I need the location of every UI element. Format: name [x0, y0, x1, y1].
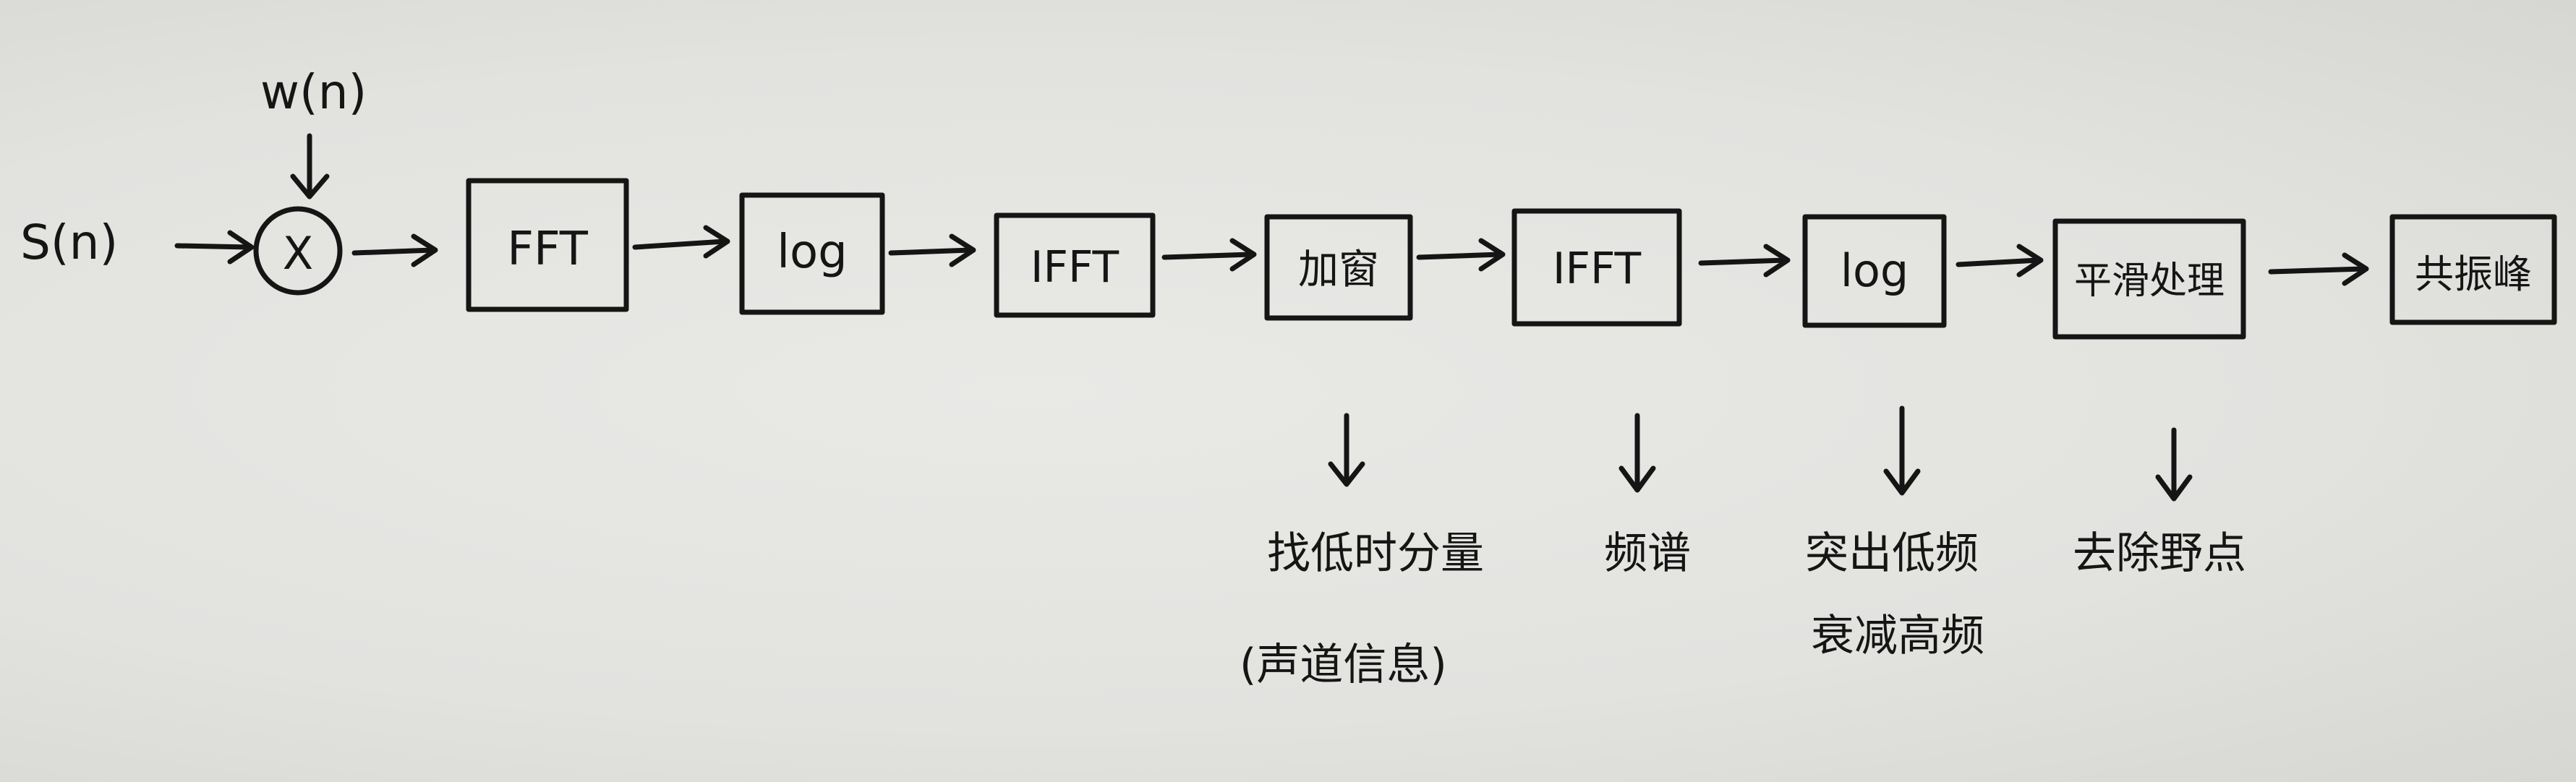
arrow-down-log-note: [1883, 405, 1921, 496]
input-signal-label: S(n): [20, 215, 118, 270]
block-log-2: log: [1802, 214, 1947, 328]
block-ifft-2: IFFT: [1511, 208, 1682, 327]
arrow-down-ifft-note: [1618, 413, 1656, 493]
arrow-ifft-to-window: [1161, 238, 1257, 272]
block-ifft-1: IFFT: [994, 212, 1156, 318]
block-formant-label: 共振峰: [2415, 252, 2532, 297]
block-fft: FFT: [466, 178, 629, 312]
arrow-log-to-smooth: [1956, 244, 2044, 278]
multiplier-node: X: [253, 206, 343, 296]
note-log-line1: 突出低频: [1805, 528, 1979, 579]
block-window: 加窗: [1264, 214, 1413, 321]
window-signal-label: w(n): [260, 64, 367, 120]
arrow-input-to-multiplier: [174, 230, 255, 265]
arrow-multiplier-to-fft: [351, 233, 438, 267]
arrow-down-window-note: [1328, 413, 1365, 487]
note-window-line2: (声道信息): [1240, 640, 1447, 690]
note-log-line2: 衰减高频: [1811, 611, 1984, 661]
arrow-smooth-to-formant: [2268, 252, 2369, 286]
arrow-ifft-to-log: [1698, 244, 1791, 278]
block-log-2-label: log: [1841, 244, 1909, 297]
arrow-fft-to-log: [632, 225, 730, 259]
note-smooth-line1: 去除野点: [2073, 528, 2246, 579]
arrow-log-to-ifft: [888, 233, 976, 267]
multiply-symbol: X: [283, 227, 313, 280]
arrow-window-to-multiplier: [290, 133, 330, 199]
block-formant: 共振峰: [2389, 214, 2557, 325]
arrow-down-smooth-note: [2155, 427, 2193, 502]
note-ifft-line1: 频谱: [1604, 528, 1691, 579]
block-log-1: log: [739, 192, 885, 315]
block-window-label: 加窗: [1298, 246, 1379, 293]
block-ifft-1-label: IFFT: [1031, 242, 1119, 293]
block-fft-label: FFT: [507, 223, 589, 276]
block-ifft-2-label: IFFT: [1553, 244, 1642, 294]
note-window-line1: 找低时分量: [1267, 528, 1484, 579]
block-log-1-label: log: [777, 225, 848, 279]
block-smoothing-label: 平滑处理: [2074, 259, 2225, 303]
block-smoothing: 平滑处理: [2052, 218, 2246, 340]
arrow-window-to-ifft: [1416, 238, 1506, 272]
